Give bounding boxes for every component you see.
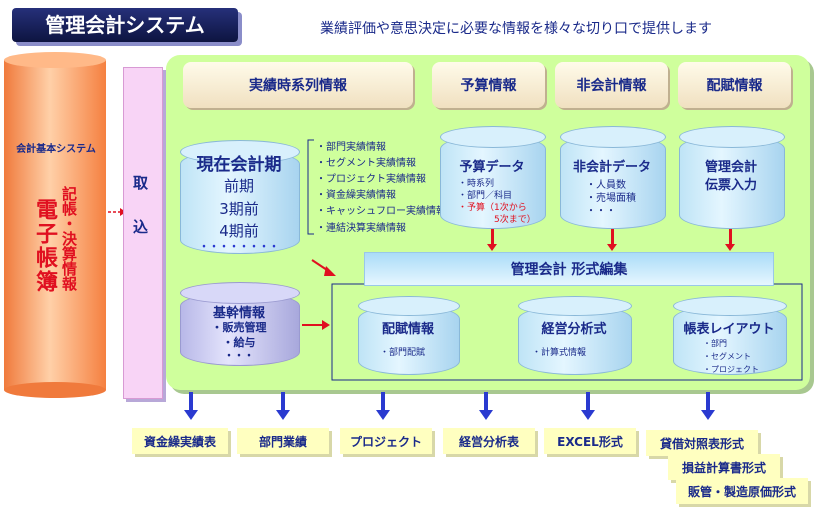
cylinder-bottom xyxy=(4,382,106,398)
allocation-title: 配賦情報 xyxy=(381,322,434,337)
import-column xyxy=(123,67,163,399)
output-cashflow-report: 資金繰実績表 xyxy=(132,428,228,454)
arrow-down-icon xyxy=(607,229,617,251)
layout-item: ・プロジェクト xyxy=(703,365,759,374)
output-balance-sheet: 貸借対照表形式 xyxy=(646,430,758,456)
allocation-sub: ・部門配賦 xyxy=(380,348,426,358)
tab-non-accounting: 非会計情報 xyxy=(555,62,668,108)
non-accounting-cylinder xyxy=(560,135,666,229)
output-analysis-report: 経営分析表 xyxy=(443,428,535,454)
analysis-cylinder-top xyxy=(518,296,632,316)
core-info-item: ・販売管理 xyxy=(211,321,267,334)
budget-item: ・部門／科目 xyxy=(458,191,513,201)
import-char-1: 取 xyxy=(133,174,149,192)
output-arrow-icon xyxy=(479,392,493,420)
output-arrow-icon xyxy=(184,392,198,420)
output-project: プロジェクト xyxy=(340,428,432,454)
budget-title: 予算データ xyxy=(459,160,525,175)
non-accounting-item: ・売場面積 xyxy=(586,193,636,204)
slip-cylinder xyxy=(679,135,785,229)
period-3-ago: 3期前 xyxy=(219,200,259,218)
arrow-diagonal-icon xyxy=(311,259,336,276)
format-editing-band: 管理会計 形式編集 xyxy=(364,252,774,286)
list-item: ・セグメント実績情報 xyxy=(316,158,416,169)
output-income-statement: 損益計算書形式 xyxy=(668,454,780,480)
list-item: ・部門実績情報 xyxy=(316,142,386,153)
base-system-label: 会計基本システム xyxy=(16,144,96,155)
list-item: ・キャッシュフロー実績情報 xyxy=(316,206,446,217)
analysis-sub: ・計算式情報 xyxy=(532,348,587,358)
arrow-right-icon xyxy=(302,320,330,330)
list-bracket xyxy=(307,139,314,235)
non-accounting-cylinder-top xyxy=(560,126,666,148)
output-cost-report: 販管・製造原価形式 xyxy=(676,478,808,504)
arrow-down-icon xyxy=(725,229,735,251)
budget-item: ・時系列 xyxy=(458,179,495,189)
list-item: ・連結決算実績情報 xyxy=(316,223,406,234)
tagline: 業績評価や意思決定に必要な情報を様々な切り口で提供します xyxy=(320,21,712,37)
tab-allocation: 配賦情報 xyxy=(678,62,791,108)
core-info-item: ・給与 xyxy=(222,336,256,349)
period-stack-top xyxy=(180,140,300,164)
core-info-item: ・・・ xyxy=(224,351,254,362)
output-department-performance: 部門業績 xyxy=(237,428,329,454)
app-title: 管理会計システム xyxy=(12,8,238,42)
more-periods: ・・・・・・・・ xyxy=(199,242,279,253)
allocation-cylinder-top xyxy=(358,296,460,316)
non-accounting-title: 非会計データ xyxy=(572,160,651,175)
non-accounting-item: ・人員数 xyxy=(586,180,626,191)
layout-title: 帳表レイアウト xyxy=(683,322,775,337)
allocation-cylinder xyxy=(358,305,460,375)
budget-cylinder-top xyxy=(440,126,546,148)
output-arrow-icon xyxy=(701,392,715,420)
list-item: ・資金繰実績情報 xyxy=(316,190,396,201)
previous-period: 前期 xyxy=(223,177,254,195)
bookkeeping-label: 記帳・決算情報 xyxy=(60,186,78,291)
output-arrow-icon xyxy=(376,392,390,420)
budget-item-red: 5次まで） xyxy=(494,215,536,225)
slip-title-1: 管理会計 xyxy=(704,160,757,175)
analysis-cylinder xyxy=(518,305,632,375)
import-char-2: 込 xyxy=(133,218,149,236)
core-info-title: 基幹情報 xyxy=(212,306,265,321)
output-arrow-icon xyxy=(581,392,595,420)
accounting-base-cylinder xyxy=(4,60,106,390)
budget-item-red: ・予算（1次から xyxy=(458,203,527,213)
tab-actual-timeseries: 実績時系列情報 xyxy=(183,62,413,108)
tab-budget: 予算情報 xyxy=(432,62,545,108)
layout-item: ・部門 xyxy=(703,339,727,348)
non-accounting-item: ・・・ xyxy=(586,206,616,217)
slip-cylinder-top xyxy=(679,126,785,148)
core-info-cylinder-top xyxy=(180,282,300,304)
layout-item: ・セグメント xyxy=(703,352,751,361)
current-period-label: 現在会計期 xyxy=(196,155,282,175)
electronic-ledger-label: 電子帳簿 xyxy=(32,198,57,294)
core-info-cylinder xyxy=(180,292,300,366)
layout-cylinder-top xyxy=(673,296,787,316)
slip-title-2: 伝票入力 xyxy=(704,178,757,193)
analysis-title: 経営分析式 xyxy=(541,322,607,337)
format-frame xyxy=(331,283,803,381)
cylinder-top xyxy=(4,52,106,68)
output-arrow-icon xyxy=(276,392,290,420)
period-4-ago: 4期前 xyxy=(219,222,259,240)
arrow-down-icon xyxy=(487,229,497,251)
output-excel: EXCEL形式 xyxy=(544,428,636,454)
list-item: ・プロジェクト実績情報 xyxy=(316,174,426,185)
